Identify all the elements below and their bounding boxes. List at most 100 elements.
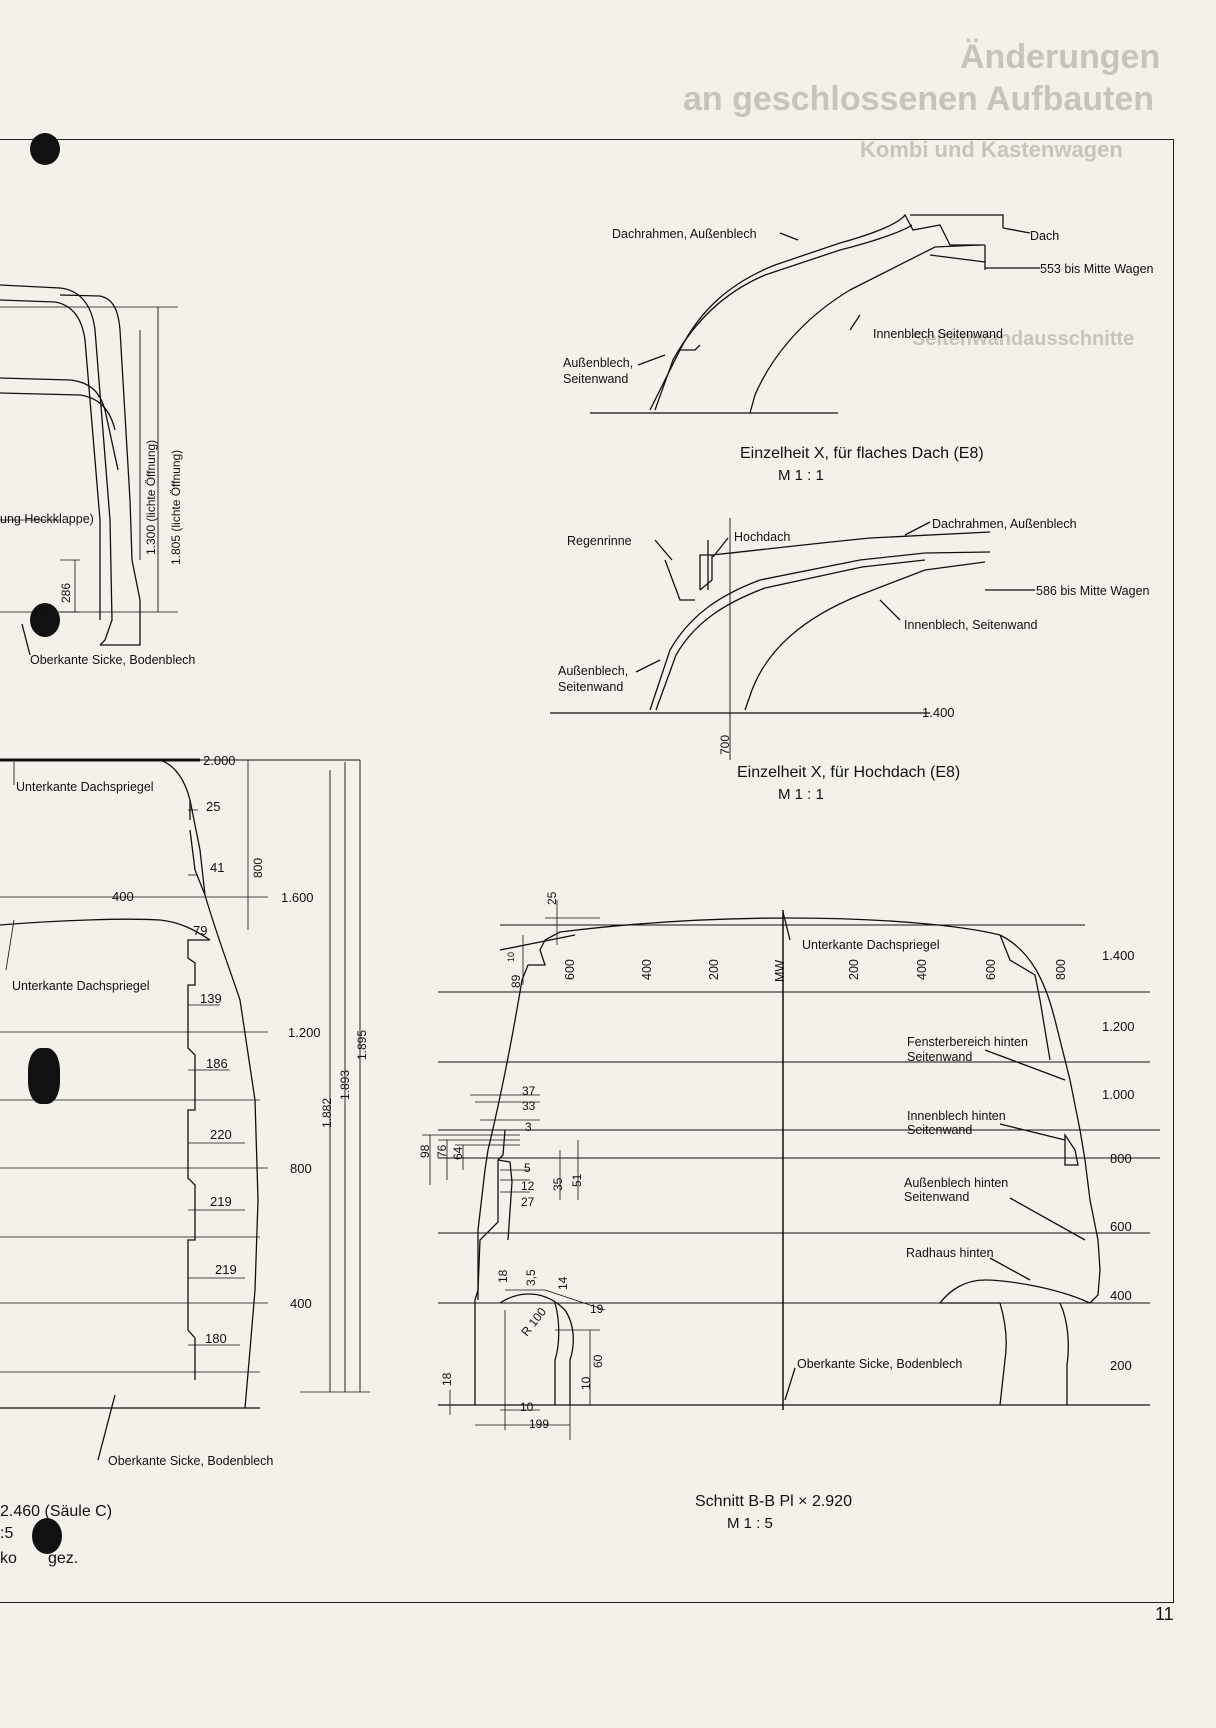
leader-flat-aussenblech: [637, 354, 666, 366]
detail-high-aussenblech-label-2: Seitenwand: [558, 680, 623, 694]
bb-dim-19: 19: [590, 1302, 604, 1316]
left-upper-sicke-label: Oberkante Sicke, Bodenblech: [30, 653, 195, 667]
bb-aussen-label-2: Seitenwand: [904, 1190, 969, 1204]
bb-top-800-right: 800: [1054, 959, 1068, 980]
leader-bb-radhaus: [989, 1257, 1031, 1281]
left-lower-dim-219b: 219: [215, 1262, 237, 1277]
left-lower-sicke-label: Oberkante Sicke, Bodenblech: [108, 1454, 273, 1468]
left-lower-caption-2: :5: [0, 1525, 13, 1542]
bb-dim-10: 10: [506, 952, 516, 962]
detail-flat-innenblech-label: Innenblech Seitenwand: [873, 327, 1003, 341]
binder-hole-2: [30, 603, 60, 637]
bb-dim-199: 199: [529, 1417, 549, 1431]
bb-top-200-left: 200: [707, 959, 721, 980]
detail-high-mitte-label: 586 bis Mitte Wagen: [1036, 584, 1150, 598]
bb-dim-10h: 10: [520, 1400, 534, 1414]
bb-scale-600: 600: [1110, 1219, 1132, 1234]
bb-dim-3-5: 3,5: [524, 1269, 538, 1286]
left-lower-dim-1600: 1.600: [281, 890, 314, 905]
bb-aussen-label-1: Außenblech hinten: [904, 1176, 1008, 1190]
section-bb-drawing: [422, 900, 1160, 1440]
leader-bb-innenblech: [999, 1123, 1066, 1141]
bb-dachspriegel-label: Unterkante Dachspriegel: [802, 938, 940, 952]
left-upper-dim-1805: 1.805 (lichte Öffnung): [169, 450, 183, 565]
page-number: 11: [1155, 1604, 1174, 1624]
detail-flat-caption: Einzelheit X, für flaches Dach (E8): [740, 445, 984, 462]
left-lower-dachspriegel-label-1: Unterkante Dachspriegel: [16, 780, 154, 794]
bb-fenster-label-2: Seitenwand: [907, 1050, 972, 1064]
leader-flat-dach: [1002, 227, 1031, 234]
left-lower-dim-1200: 1.200: [288, 1025, 321, 1040]
bb-dim-12: 12: [521, 1179, 535, 1193]
detail-high-dim-700: 700: [718, 735, 732, 755]
binder-hole-3: [28, 1048, 60, 1104]
left-lower-dim-1895: 1.895: [355, 1030, 369, 1060]
left-lower-dim-219a: 219: [210, 1194, 232, 1209]
left-upper-drawing: [0, 284, 178, 656]
leader-high-hochdach: [712, 537, 729, 558]
binder-hole-4: [32, 1518, 62, 1554]
leader-bb-fenster: [984, 1049, 1066, 1081]
bb-dim-27: 27: [521, 1195, 535, 1209]
left-lower-dachspriegel-label-2: Unterkante Dachspriegel: [12, 979, 150, 993]
bb-dim-51: 51: [570, 1173, 584, 1187]
left-lower-dim-139: 139: [200, 991, 222, 1006]
bb-dim-60: 60: [591, 1354, 605, 1368]
bb-top-mw: MW: [773, 960, 787, 982]
bb-radhaus-label: Radhaus hinten: [906, 1246, 994, 1260]
detail-flat-dachrahmen-label: Dachrahmen, Außenblech: [612, 227, 757, 241]
left-lower-dim-180: 180: [205, 1331, 227, 1346]
leader-high-innenblech: [879, 599, 901, 621]
detail-high-dim-1400: 1.400: [922, 705, 955, 720]
leader-high-regenrinne: [654, 539, 673, 561]
bb-top-200-right: 200: [847, 959, 861, 980]
bb-scale: M 1 : 5: [727, 1515, 773, 1532]
left-lower-dim-400b: 400: [290, 1296, 312, 1311]
bb-dim-89: 89: [509, 974, 523, 988]
bb-scale-400: 400: [1110, 1288, 1132, 1303]
left-lower-dim-25: 25: [206, 799, 220, 814]
bb-top-600-left: 600: [563, 959, 577, 980]
bb-sicke-label: Oberkante Sicke, Bodenblech: [797, 1357, 962, 1371]
bleed-through-heading-4: Seitenwandausschnitte: [912, 328, 1135, 350]
detail-high-regenrinne-label: Regenrinne: [567, 534, 632, 548]
bb-caption: Schnitt B-B Pl × 2.920: [695, 1493, 852, 1510]
bb-scale-800: 800: [1110, 1151, 1132, 1166]
bb-dim-98: 98: [418, 1144, 432, 1158]
bb-dim-3: 3: [525, 1120, 532, 1134]
leader-bb-dachspriegel: [782, 911, 791, 941]
left-lower-caption-1: 2.460 (Säule C): [0, 1503, 112, 1520]
bb-dim-18a: 18: [496, 1269, 510, 1283]
bb-dim-18b: 18: [440, 1372, 454, 1386]
detail-flat-dach-label: Dach: [1030, 229, 1059, 243]
detail-high-dachrahmen-label: Dachrahmen, Außenblech: [932, 517, 1077, 531]
detail-high-hochdach-label: Hochdach: [734, 530, 790, 544]
detail-high-caption: Einzelheit X, für Hochdach (E8): [737, 764, 960, 781]
bb-fenster-label-1: Fensterbereich hinten: [907, 1035, 1028, 1049]
left-lower-dim-800: 800: [290, 1161, 312, 1176]
leader-flat-innenblech: [849, 314, 861, 331]
left-lower-dim-1893: 1.893: [338, 1070, 352, 1100]
left-upper-dim-286: 286: [59, 583, 73, 603]
detail-high-innenblech-label: Innenblech, Seitenwand: [904, 618, 1037, 632]
left-lower-dim-41: 41: [210, 860, 224, 875]
left-lower-caption-3: ko: [0, 1550, 17, 1567]
bb-scale-1200: 1.200: [1102, 1019, 1135, 1034]
detail-high-roof-drawing: [550, 518, 991, 760]
bleed-through-heading-3: Kombi und Kastenwagen: [860, 137, 1123, 162]
leader-high-dachrahmen: [904, 521, 931, 536]
bb-dim-33: 33: [522, 1099, 536, 1113]
bb-top-600-right: 600: [984, 959, 998, 980]
bb-dim-37: 37: [522, 1084, 536, 1098]
bb-dim-35: 35: [551, 1177, 565, 1191]
bb-scale-1400: 1.400: [1102, 948, 1135, 963]
left-lower-dim-186: 186: [206, 1056, 228, 1071]
bb-dim-25: 25: [545, 891, 559, 905]
left-lower-caption-4: gez.: [48, 1550, 78, 1567]
detail-flat-roof-drawing: [590, 213, 1004, 414]
left-lower-dim-1882: 1.882: [320, 1098, 334, 1128]
detail-flat-aussenblech-label-1: Außenblech,: [563, 356, 633, 370]
bleed-through-heading-1: Änderungen: [960, 38, 1161, 76]
binder-hole-1: [30, 133, 60, 165]
